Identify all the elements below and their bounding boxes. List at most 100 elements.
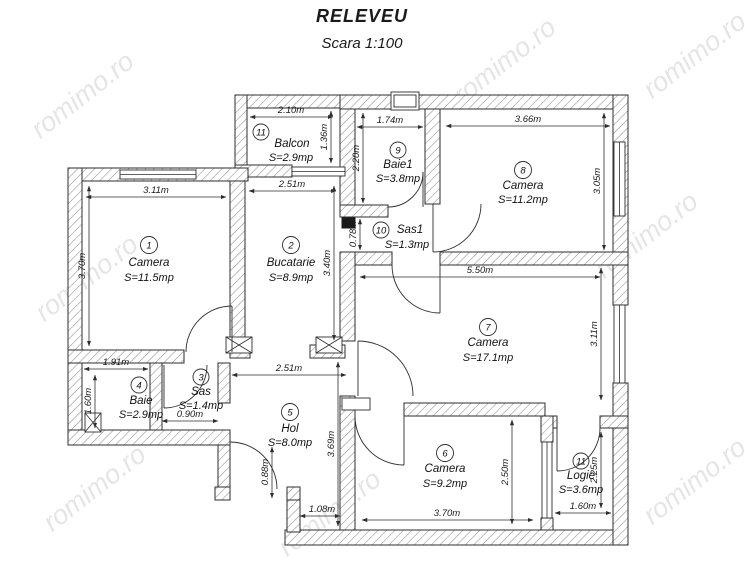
wall <box>403 402 546 417</box>
plan-title: RELEVEU <box>316 6 408 26</box>
room-area: S=9.2mp <box>423 478 467 490</box>
shaft-solid <box>341 217 356 229</box>
room-hol: 5 Hol S=8.0mp <box>268 403 312 449</box>
room-baie: 4 Baie S=2.9mp <box>119 376 163 421</box>
room-name: Hol <box>281 423 299 435</box>
room-number: 3 <box>198 373 204 384</box>
room-number: 11 <box>576 457 586 468</box>
room-number-circle <box>282 236 300 254</box>
window-inner <box>393 94 417 108</box>
wall <box>599 415 629 429</box>
dimension-label: 1.74m <box>377 115 403 126</box>
room-name: Balcon <box>274 138 309 150</box>
dimension-label: 3.11m <box>143 185 169 196</box>
vent-x-icon <box>225 336 253 354</box>
wall <box>286 486 301 501</box>
room-baie1: 9 Baie1 S=3.8mp <box>376 141 420 185</box>
fixtures-layer <box>84 217 371 433</box>
room-sas: 3 Sas S=1.4mp <box>179 368 223 412</box>
wall <box>286 499 301 533</box>
wall <box>354 251 393 266</box>
wall <box>214 486 231 501</box>
room-number-circle <box>572 452 590 470</box>
dimension-label: 0.78m <box>348 221 359 247</box>
dimension-label: 2.51m <box>275 363 302 374</box>
room-area: S=2.9mp <box>269 152 313 164</box>
door-arc <box>163 364 208 409</box>
room-area: S=3.8mp <box>376 173 420 185</box>
wall <box>217 444 231 488</box>
room-area: S=8.9mp <box>269 272 313 284</box>
room-number-circle <box>514 161 532 179</box>
room-area: S=2.9mp <box>119 409 163 421</box>
room-name: Camera <box>129 257 170 269</box>
dimension-label: 5.50m <box>467 265 493 276</box>
door-arc <box>229 441 278 490</box>
doors-layer <box>163 171 601 490</box>
wall <box>217 362 231 404</box>
room-number: 10 <box>376 226 387 237</box>
room-number-circle <box>479 318 497 336</box>
room-number-circle <box>192 368 210 386</box>
room-camera-1: 1 Camera S=11.5mp <box>124 236 174 284</box>
dimension-label: 3.40m <box>322 250 333 276</box>
room-area: S=11.5mp <box>124 272 174 284</box>
dimension-label: 3.05m <box>592 168 603 194</box>
room-number: 2 <box>287 241 294 252</box>
room-number-circle <box>372 221 390 239</box>
dimension-label: 3.66m <box>515 114 541 125</box>
room-sas1: 10 Sas1 S=1.3mp <box>372 221 429 251</box>
room-area: S=3.6mp <box>559 484 603 496</box>
door-threshold <box>341 397 371 411</box>
room-bucatarie: 2 Bucatarie S=8.9mp <box>267 236 315 284</box>
wall <box>339 251 356 342</box>
room-name: Sas1 <box>397 224 423 236</box>
room-number-circle <box>140 236 158 254</box>
dimension-label: 3.11m <box>589 321 600 347</box>
dimension-label: 1.60m <box>570 501 596 512</box>
wall <box>612 427 629 546</box>
room-number: 5 <box>287 408 293 419</box>
watermark-text: romimo.ro <box>25 46 139 144</box>
dimension-label: 1.08m <box>309 504 335 515</box>
dimension-label: 1.60m <box>83 388 94 414</box>
dimension-label: 0.90m <box>177 409 203 420</box>
room-logie: 11 Logie S=3.6mp <box>559 452 603 496</box>
door-arc <box>357 340 414 397</box>
wall <box>339 94 629 110</box>
room-name: Camera <box>425 463 466 475</box>
room-area: S=8.0mp <box>268 437 312 449</box>
watermark-text: romimo.ro <box>589 186 703 284</box>
door-arc <box>185 305 233 353</box>
watermark-text: romimo.ro <box>637 432 745 530</box>
wall <box>67 167 83 446</box>
door-arc <box>391 264 441 314</box>
room-number-circle <box>281 403 299 421</box>
windows-layer <box>119 91 626 519</box>
room-area: S=17.1mp <box>463 352 513 364</box>
wall <box>540 415 554 443</box>
room-number: 4 <box>136 381 141 392</box>
room-number-circle <box>252 123 270 141</box>
room-name: Baie1 <box>383 159 412 171</box>
room-number-circle <box>389 141 407 159</box>
wall <box>424 108 441 205</box>
dimension-label: 2.10m <box>277 105 304 116</box>
watermark-text: romimo.ro <box>637 6 745 104</box>
room-number: 11 <box>256 128 266 139</box>
dimension-label: 2.50m <box>500 459 511 486</box>
room-labels-layer: 1 Camera S=11.5mp 2 Bucatarie S=8.9mp 3 … <box>119 123 603 496</box>
room-number: 1 <box>146 241 151 252</box>
room-area: S=1.4mp <box>179 400 223 412</box>
dimension-label: 3.70m <box>77 253 88 279</box>
watermark-text: romimo.ro <box>37 439 151 537</box>
dimension-label: 3.69m <box>326 431 337 457</box>
dimension-label: 1.91m <box>103 357 129 368</box>
door-arc <box>387 171 424 208</box>
wall <box>67 429 231 446</box>
dimension-label: 3.70m <box>434 508 460 519</box>
room-camera-7: 7 Camera S=17.1mp <box>463 318 513 364</box>
room-number: 6 <box>442 449 448 460</box>
